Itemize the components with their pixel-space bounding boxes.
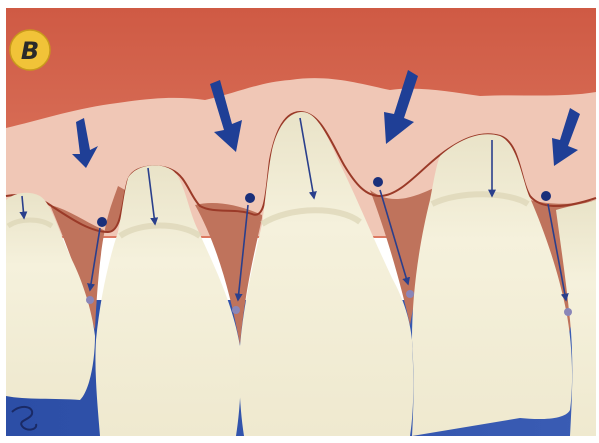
dot-icon [564, 308, 572, 316]
dot-icon [406, 290, 414, 298]
dot-icon [245, 193, 255, 203]
dot-icon [97, 217, 107, 227]
dot-icon [373, 177, 383, 187]
dot-icon [232, 306, 240, 314]
panel-label-badge: B [10, 30, 50, 70]
panel-label: B [21, 37, 39, 65]
dot-icon [86, 296, 94, 304]
dot-icon [541, 191, 551, 201]
